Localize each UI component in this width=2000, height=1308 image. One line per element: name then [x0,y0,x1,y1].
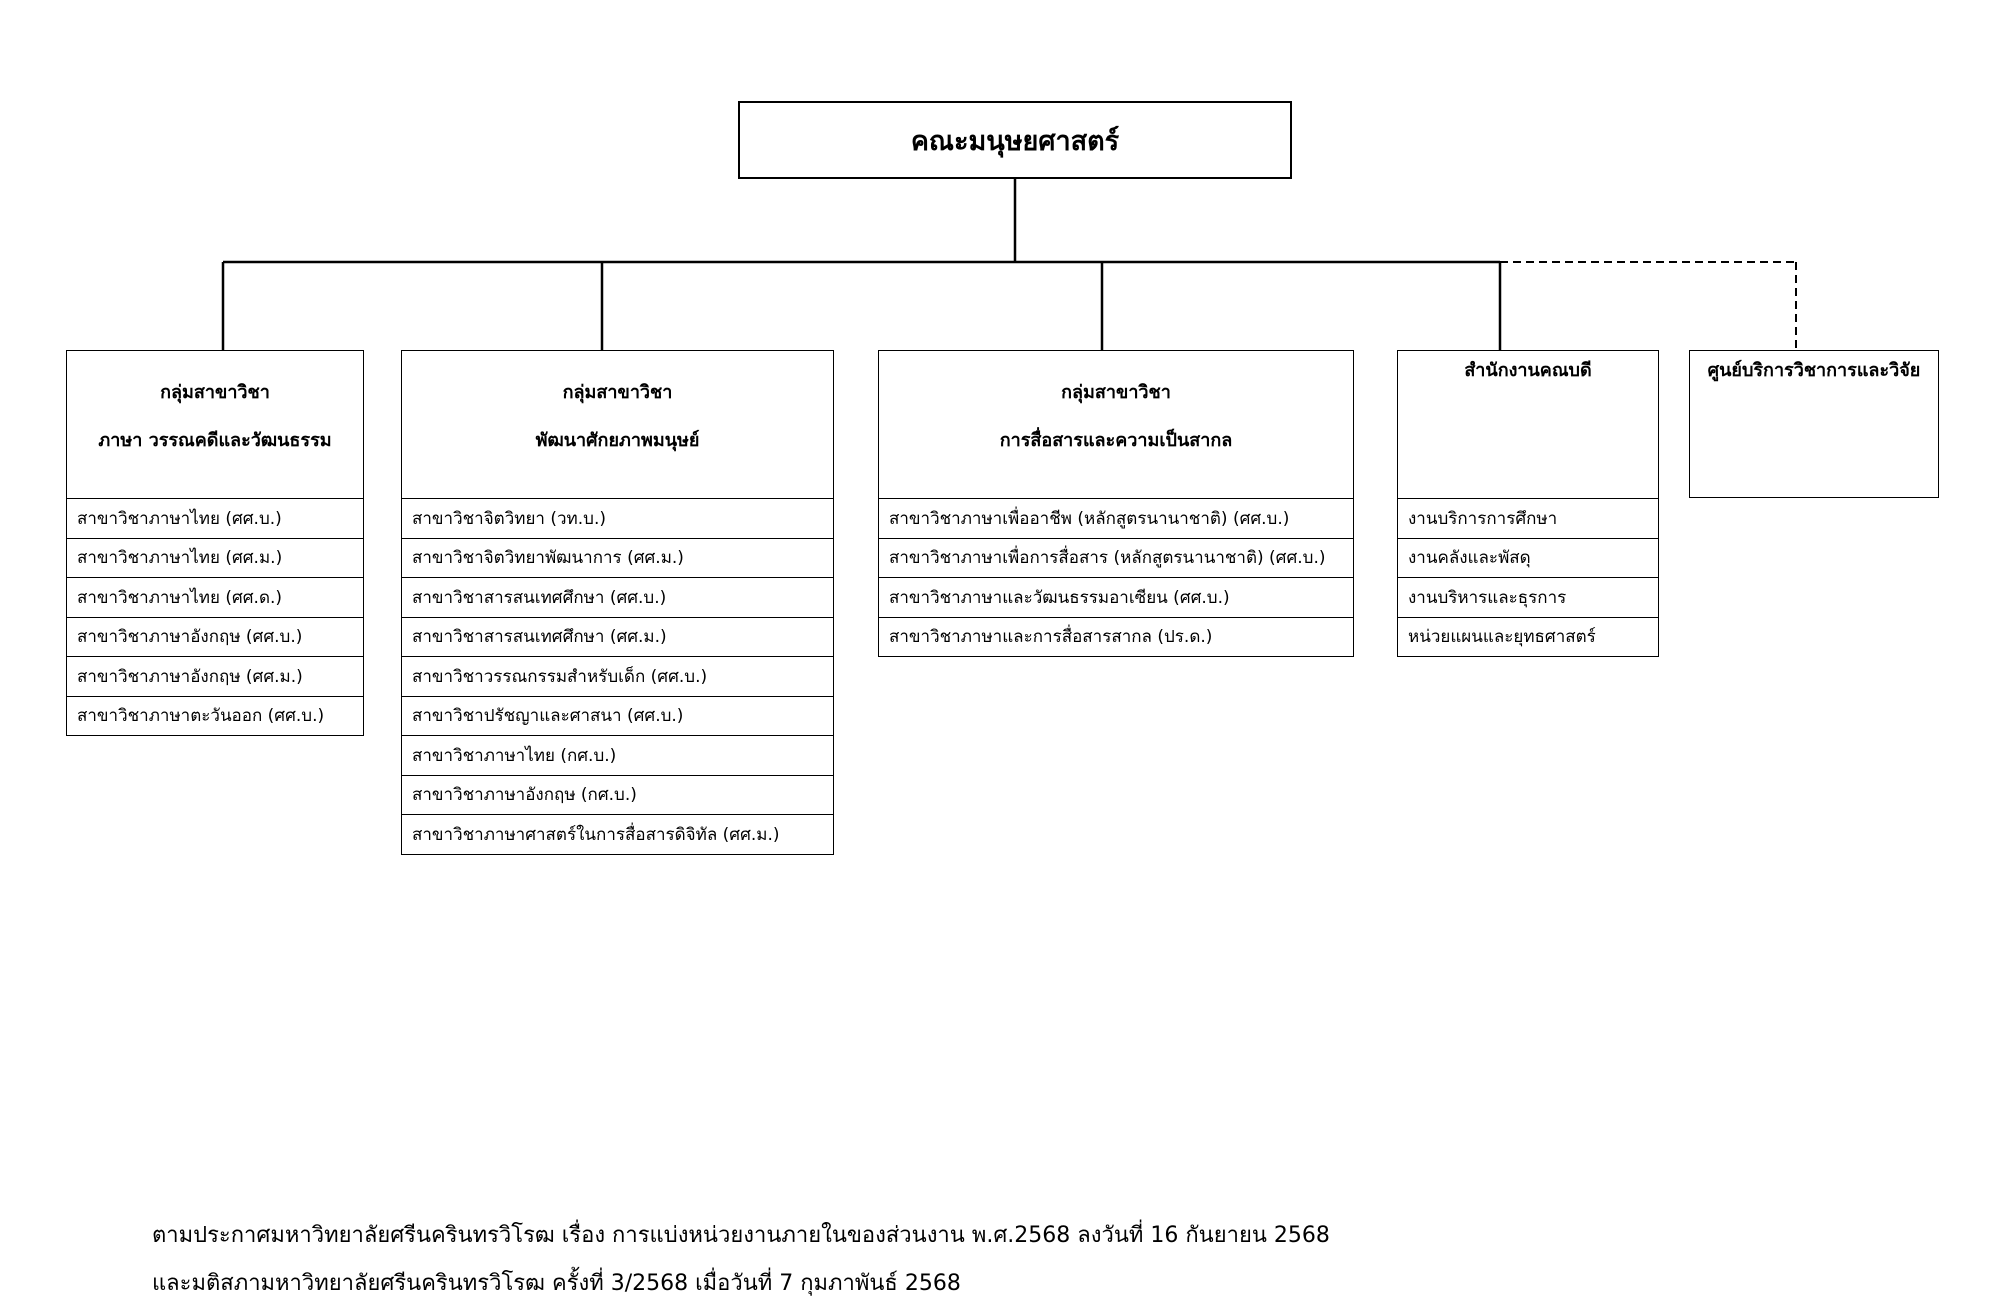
group-header: สำนักงานคณบดี [1398,351,1658,498]
footer-line-2: และมติสภามหาวิทยาลัยศรีนครินทรวิโรฒ ครั้… [152,1271,961,1296]
program-item: สาขาวิชาภาษาและวัฒนธรรมอาเซียน (ศศ.บ.) [879,577,1353,617]
root-node-faculty: คณะมนุษยศาสตร์ [738,101,1292,179]
unit-item: งานบริการการศึกษา [1398,498,1658,538]
program-item: สาขาวิชาจิตวิทยาพัฒนาการ (ศศ.ม.) [402,537,833,578]
group-head-line: การสื่อสารและความเป็นสากล [999,430,1233,451]
program-list: สาขาวิชาภาษาเพื่ออาชีพ (หลักสูตรนานาชาติ… [879,498,1353,656]
group-header: กลุ่มสาขาวิชา ภาษา วรรณคดีและวัฒนธรรม [67,351,363,498]
group-header: กลุ่มสาขาวิชา การสื่อสารและความเป็นสากล [879,351,1353,498]
group-dean-office: สำนักงานคณบดี งานบริการการศึกษา งานคลังแ… [1397,350,1659,657]
group-header: ศูนย์บริการวิชาการและวิจัย [1690,351,1938,497]
program-list: สาขาวิชาจิตวิทยา (วท.บ.) สาขาวิชาจิตวิทย… [402,498,833,854]
unit-item: หน่วยแผนและยุทธศาสตร์ [1398,616,1658,657]
program-item: สาขาวิชาสารสนเทศศึกษา (ศศ.บ.) [402,577,833,617]
footer-line-1: ตามประกาศมหาวิทยาลัยศรีนครินทรวิโรฒ เรื่… [152,1223,1330,1248]
group-academic-service-research-center: ศูนย์บริการวิชาการและวิจัย [1689,350,1939,498]
program-item: สาขาวิชาภาษาไทย (ศศ.ม.) [67,537,363,578]
program-item: สาขาวิชาภาษาไทย (ศศ.ด.) [67,577,363,617]
program-item: สาขาวิชาภาษาเพื่ออาชีพ (หลักสูตรนานาชาติ… [879,498,1353,538]
program-item: สาขาวิชาภาษาและการสื่อสารสากล (ปร.ด.) [879,616,1353,657]
root-title: คณะมนุษยศาสตร์ [910,125,1120,157]
program-item: สาขาวิชาจิตวิทยา (วท.บ.) [402,498,833,538]
footer-note: ตามประกาศมหาวิทยาลัยศรีนครินทรวิโรฒ เรื่… [152,1212,1330,1308]
unit-item: งานคลังและพัสดุ [1398,537,1658,578]
program-item: สาขาวิชาภาษาอังกฤษ (ศศ.บ.) [67,616,363,657]
group-head-line: พัฒนาศักยภาพมนุษย์ [535,430,700,451]
group-head-line: ศูนย์บริการวิชาการและวิจัย [1707,360,1921,381]
program-item: สาขาวิชาปรัชญาและศาสนา (ศศ.บ.) [402,695,833,736]
group-header: กลุ่มสาขาวิชา พัฒนาศักยภาพมนุษย์ [402,351,833,498]
program-item: สาขาวิชาภาษาไทย (ศศ.บ.) [67,498,363,538]
program-item: สาขาวิชาภาษาอังกฤษ (ศศ.ม.) [67,656,363,696]
group-human-potential-development: กลุ่มสาขาวิชา พัฒนาศักยภาพมนุษย์ สาขาวิช… [401,350,834,855]
program-item: สาขาวิชาภาษาไทย (กศ.บ.) [402,735,833,775]
group-head-line: กลุ่มสาขาวิชา [562,382,673,403]
group-head-line: กลุ่มสาขาวิชา [160,382,270,403]
program-item: สาขาวิชาภาษาศาสตร์ในการสื่อสารดิจิทัล (ศ… [402,814,833,854]
program-list: สาขาวิชาภาษาไทย (ศศ.บ.) สาขาวิชาภาษาไทย … [67,498,363,735]
program-item: สาขาวิชาภาษาอังกฤษ (กศ.บ.) [402,774,833,815]
program-item: สาขาวิชาวรรณกรรมสำหรับเด็ก (ศศ.บ.) [402,656,833,696]
group-communication-internationalization: กลุ่มสาขาวิชา การสื่อสารและความเป็นสากล … [878,350,1354,657]
group-head-line: กลุ่มสาขาวิชา [1061,382,1171,403]
group-head-line: ภาษา วรรณคดีและวัฒนธรรม [98,430,332,451]
group-head-line: สำนักงานคณบดี [1464,360,1592,381]
unit-item: งานบริหารและธุรการ [1398,577,1658,617]
group-language-literature-culture: กลุ่มสาขาวิชา ภาษา วรรณคดีและวัฒนธรรม สา… [66,350,364,736]
unit-list: งานบริการการศึกษา งานคลังและพัสดุ งานบริ… [1398,498,1658,656]
program-item: สาขาวิชาภาษาตะวันออก (ศศ.บ.) [67,695,363,736]
program-item: สาขาวิชาภาษาเพื่อการสื่อสาร (หลักสูตรนาน… [879,537,1353,578]
program-item: สาขาวิชาสารสนเทศศึกษา (ศศ.ม.) [402,616,833,657]
